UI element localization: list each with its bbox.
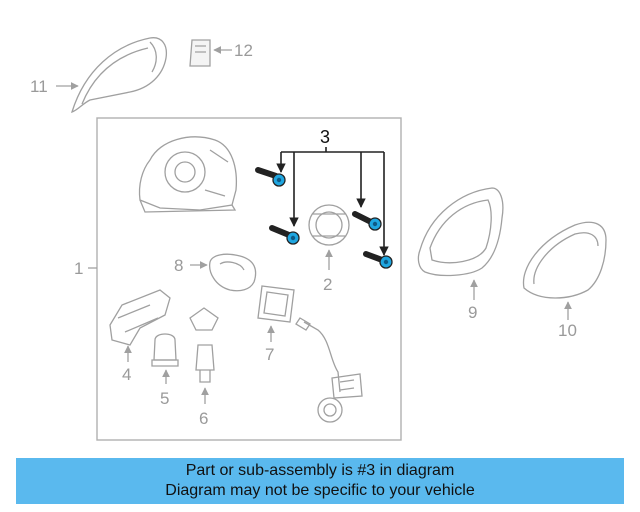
part-label-10: 10: [558, 321, 577, 340]
clip-upper: [189, 307, 219, 331]
mirror-housing-part-9: 9: [417, 187, 504, 322]
mirror-cap-part-11: 11: [30, 37, 168, 114]
part-label-4: 4: [122, 365, 131, 384]
screws-part-3[interactable]: 3: [255, 127, 393, 269]
screw-4: [363, 251, 393, 269]
screw-1: [255, 167, 286, 187]
part-label-7: 7: [265, 345, 274, 364]
part-label-1: 1: [74, 259, 83, 278]
banner-line-1: Part or sub-assembly is #3 in diagram: [185, 462, 455, 479]
wire-harness: [295, 317, 363, 423]
socket-part-5: 5: [151, 333, 179, 408]
clip-part-12: 12: [189, 39, 253, 67]
mirror-actuator-motor: [138, 136, 238, 213]
part-label-2: 2: [323, 275, 332, 294]
mirror-glass-part-10: 10: [522, 221, 607, 340]
bezel-part-8: 8: [174, 253, 257, 292]
info-banner: Part or sub-assembly is #3 in diagram Di…: [16, 458, 624, 504]
bulb-part-6: 6: [195, 344, 215, 428]
screw-2: [269, 225, 300, 245]
part-label-12: 12: [234, 41, 253, 60]
part-label-5: 5: [160, 389, 169, 408]
gasket-part-7: 7: [257, 285, 295, 364]
part-label-8: 8: [174, 256, 183, 275]
pivot-ring-part-2: 2: [308, 204, 350, 294]
assembly-box-part-1: 1: [74, 117, 402, 441]
screw-3: [352, 211, 382, 231]
part-label-11: 11: [30, 77, 48, 96]
part-label-3: 3: [320, 127, 330, 147]
bracket-part-4: 4: [109, 289, 171, 384]
part-label-6: 6: [199, 409, 208, 428]
banner-line-2: Diagram may not be specific to your vehi…: [165, 482, 475, 499]
part-label-9: 9: [468, 303, 477, 322]
